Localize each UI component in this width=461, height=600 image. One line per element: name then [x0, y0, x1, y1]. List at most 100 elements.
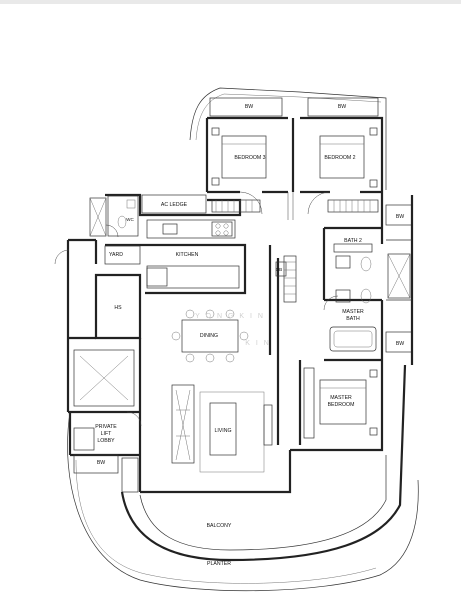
- wall-kitchen-bottom: [105, 243, 247, 295]
- exterior-wall-bottom: [140, 450, 292, 494]
- label-wc: WC: [126, 217, 134, 222]
- label-db: DB: [276, 267, 282, 272]
- nightstand-b2-right: [369, 179, 378, 188]
- bath2-toilet: [360, 256, 372, 272]
- kitchen-sink: [162, 223, 178, 235]
- label-master-bedroom-line1: MASTER: [330, 395, 352, 401]
- kitchen-counter-top: [146, 219, 236, 239]
- balcony-outline: [120, 364, 407, 562]
- door-bedroom-3: [239, 191, 263, 215]
- kitchen-hob: [211, 221, 233, 237]
- bath2-shower: [333, 243, 373, 253]
- label-balcony: BALCONY: [207, 523, 232, 529]
- wardrobe-bedroom-3: [211, 199, 261, 213]
- label-kitchen: KITCHEN: [176, 252, 199, 258]
- top-border: [0, 0, 461, 4]
- living-rug: [199, 391, 265, 473]
- right-shaft-x: [387, 253, 411, 299]
- label-private-lift-line3: LOBBY: [97, 438, 115, 444]
- label-living: LIVING: [214, 428, 231, 434]
- master-nightstand-1: [369, 369, 378, 378]
- living-coffee-table: [209, 402, 237, 456]
- label-private-lift-line1: PRIVATE: [95, 424, 117, 430]
- planter-outline: [67, 411, 419, 592]
- bed-bedroom-2-pillow: [319, 135, 365, 145]
- master-bath-basin: [335, 289, 351, 303]
- label-master-bedroom-line2: BEDROOM: [328, 402, 355, 408]
- label-dining: DINING: [200, 333, 218, 339]
- bath2-basin: [335, 255, 351, 269]
- wc-toilet: [117, 215, 127, 229]
- label-bw-top-left: BW: [245, 104, 253, 110]
- washer: [104, 245, 141, 265]
- door-yard: [54, 249, 70, 265]
- wardrobe-bedroom-2: [327, 199, 379, 213]
- nightstand-b3-left: [211, 127, 220, 136]
- dining-chair-1: [185, 309, 195, 319]
- store-hatch: [79, 355, 129, 401]
- dining-chair-6: [225, 353, 235, 363]
- yard-box: [89, 197, 107, 237]
- master-wardrobe: [303, 367, 315, 439]
- master-bath-tub: [329, 326, 377, 352]
- label-bw-right-upper: BW: [396, 214, 404, 220]
- bed-bedroom-3-pillow: [221, 135, 267, 145]
- label-yard: YARD: [109, 252, 123, 258]
- store-box: [73, 349, 135, 407]
- living-sofa: [171, 384, 195, 464]
- label-private-lift-line2: LIFT: [101, 431, 112, 437]
- living-sofa-cushions: [175, 389, 191, 461]
- hob-burner-3: [215, 230, 221, 236]
- dining-chair-7: [171, 331, 181, 341]
- master-bath-tub-inner: [333, 330, 373, 348]
- dining-chair-2: [205, 309, 215, 319]
- tv-console: [263, 404, 273, 446]
- label-bw-right-lower: BW: [396, 341, 404, 347]
- label-bath-2: BATH 2: [344, 238, 362, 244]
- watermark-line-1: Y O N G K I N: [195, 313, 265, 320]
- bay-window-top-left: [209, 97, 283, 117]
- hob-burner-4: [223, 230, 229, 236]
- exterior-wall-bedrooms: [205, 116, 384, 200]
- master-nightstand-2: [369, 427, 378, 436]
- corridor-wardrobe: [283, 255, 297, 303]
- wall-corridor: [268, 245, 280, 445]
- yard-hatch: [89, 197, 107, 237]
- label-bw-bottom-left: BW: [97, 460, 105, 466]
- exterior-wall-left: [66, 240, 140, 414]
- nightstand-b2-left: [369, 127, 378, 136]
- hob-burner-1: [215, 223, 221, 229]
- right-shaft: [387, 253, 411, 299]
- corridor-wardrobe-hatch: [284, 261, 296, 295]
- bay-window-bottom-left: [73, 454, 119, 474]
- wc-basin: [126, 199, 136, 209]
- fridge: [146, 267, 168, 287]
- dining-chair-3: [225, 309, 235, 319]
- watermark-line-2: K I N: [245, 340, 271, 347]
- nightstand-b3-right: [211, 177, 220, 186]
- wardrobe-b2-hatch: [333, 200, 371, 212]
- hob-burner-2: [223, 223, 229, 229]
- label-hs: HS: [114, 305, 122, 311]
- label-bedroom-2: BEDROOM 2: [324, 155, 355, 161]
- outer-curve-top-inner: [195, 93, 382, 141]
- label-master-bath-line2: BATH: [346, 316, 360, 322]
- master-bath-toilet: [360, 288, 372, 304]
- label-bw-top-right: BW: [338, 104, 346, 110]
- door-lift-lobby: [126, 411, 142, 427]
- label-ac-ledge: AC LEDGE: [161, 202, 188, 208]
- bay-window-top-right: [307, 97, 379, 117]
- master-bed-pillow: [319, 379, 367, 389]
- wc-box: [107, 195, 139, 237]
- right-facade-inner: [386, 239, 412, 301]
- door-bedroom-2: [307, 191, 331, 215]
- dining-chair-5: [205, 353, 215, 363]
- dining-table: [181, 319, 239, 353]
- dining-chair-4: [185, 353, 195, 363]
- dining-chair-8: [239, 331, 249, 341]
- outer-curve-top: [189, 87, 387, 190]
- door-corridor: [287, 192, 294, 220]
- exterior-wall-right: [290, 200, 384, 452]
